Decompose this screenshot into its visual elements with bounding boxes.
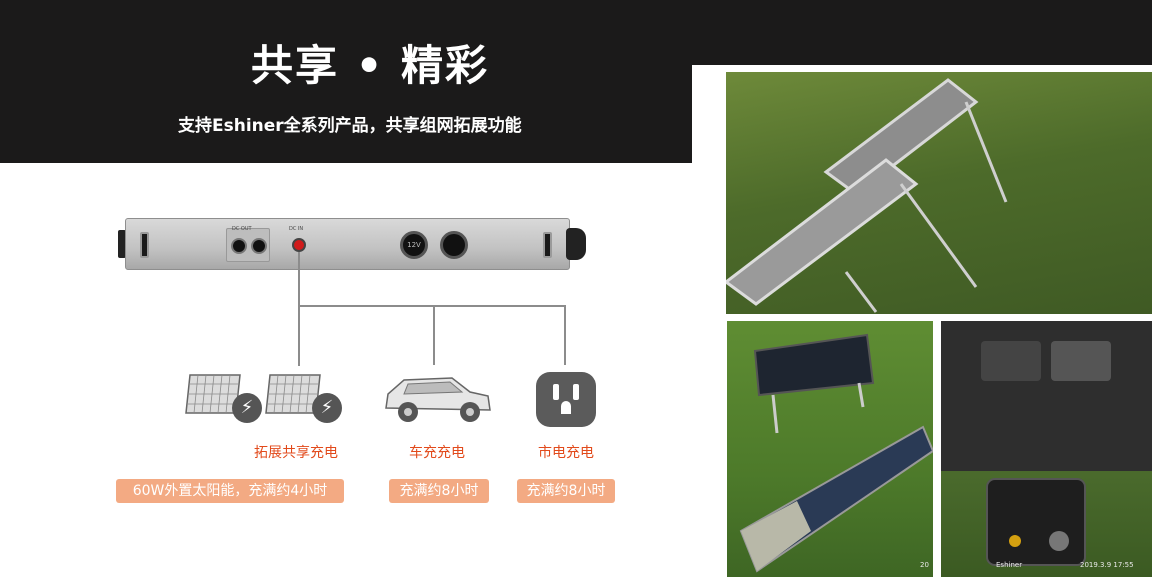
device-handle	[118, 230, 126, 258]
charge-time-car: 充满约8小时	[389, 479, 489, 503]
dc-in-label: DC IN	[289, 226, 304, 232]
photo-solar-panels-on-grass	[726, 72, 1152, 314]
connector-car	[433, 305, 435, 365]
connector-main	[298, 252, 300, 366]
photo-device-and-foldable-panel	[727, 321, 933, 577]
dc-out-port-2	[251, 238, 267, 254]
photo-power-station-closeup	[941, 321, 1152, 577]
bolt-icon: ⚡	[232, 393, 262, 423]
channel-label-mains: 市电充电	[538, 445, 594, 461]
connector-outlet	[564, 305, 566, 365]
power-outlet-icon	[536, 372, 596, 427]
connector-horizontal	[298, 305, 565, 307]
photo-timestamp: 20	[920, 561, 929, 569]
charge-time-mains: 充满约8小时	[517, 479, 615, 503]
dc-out-port-1	[231, 238, 247, 254]
device-brand-label: Eshiner	[996, 561, 1023, 569]
device-slot-right	[543, 232, 552, 258]
car-icon	[385, 377, 491, 422]
dc-in-port	[292, 238, 306, 252]
page-title: 共享 • 精彩	[250, 41, 490, 90]
bolt-icon: ⚡	[312, 393, 342, 423]
device-slot-left	[140, 232, 149, 258]
car-port: 12V	[400, 231, 428, 259]
device-knob	[566, 228, 586, 260]
usb-port	[440, 231, 468, 259]
page-subtitle: 支持Eshiner全系列产品，共享组网拓展功能	[178, 116, 522, 136]
solar-panel-icon	[265, 374, 321, 414]
channel-label-solar: 拓展共享充电	[254, 445, 338, 461]
photo-timestamp: 2019.3.9 17:55	[1080, 561, 1134, 569]
power-station-device	[125, 218, 570, 270]
charge-time-solar: 60W外置太阳能，充满约4小时	[116, 479, 344, 503]
channel-label-car: 车充充电	[409, 445, 465, 461]
dc-out-label: DC OUT	[232, 226, 252, 232]
